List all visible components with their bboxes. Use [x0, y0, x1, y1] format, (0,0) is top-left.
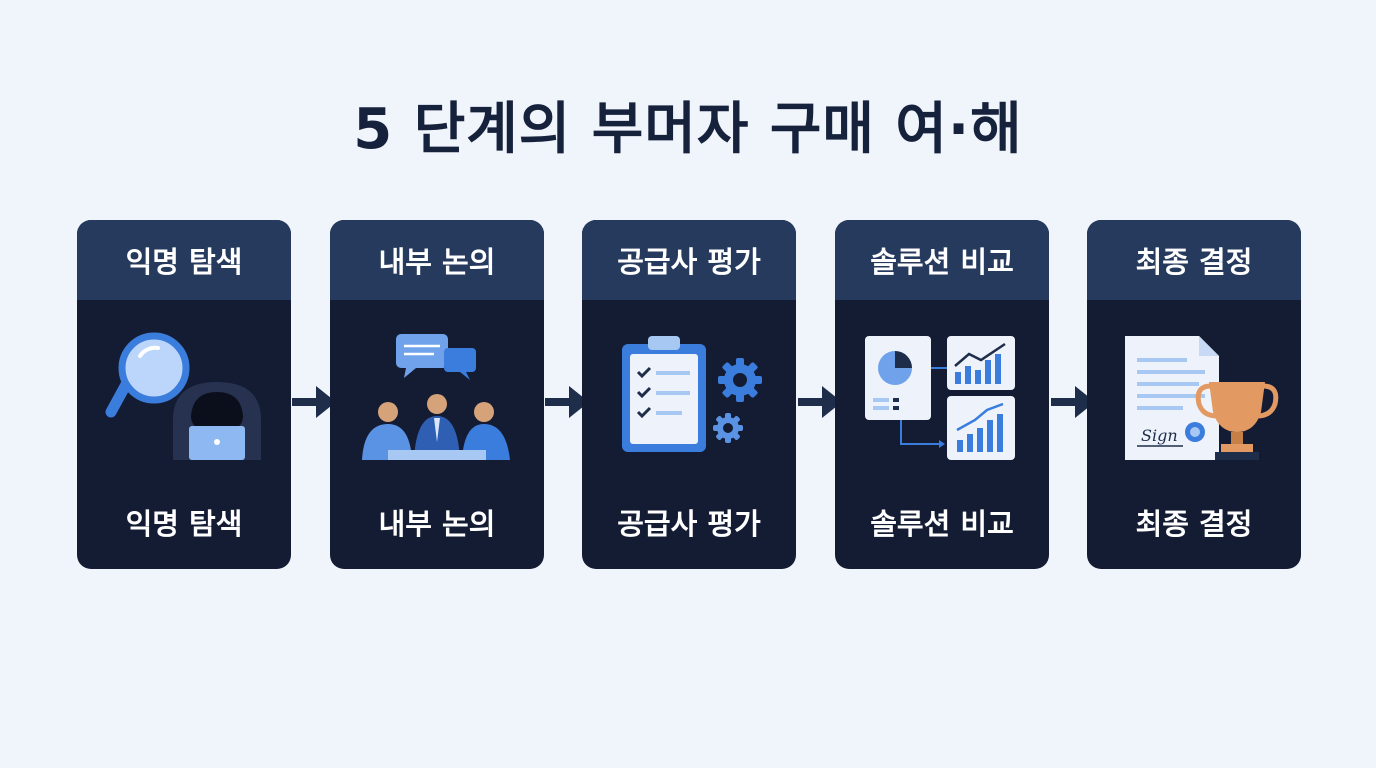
step-header-1: 익명 탐색	[77, 220, 291, 300]
signature-text: Sign	[1141, 426, 1178, 445]
step-card-2: 내부 논의 내부 논의	[330, 220, 544, 569]
step-card-1: 익명 탐색 익명 탐색	[77, 220, 291, 569]
step-card-3: 공급사 평가	[582, 220, 796, 569]
step-card-4: 솔루션 비교 솔루션 비교	[835, 220, 1049, 569]
arrow-right-icon	[796, 380, 844, 424]
step-label-1: 익명 탐색	[125, 507, 243, 541]
step-header-2: 내부 논의	[330, 220, 544, 300]
chart-comparison-icon	[835, 320, 1049, 490]
signed-contract-trophy-icon: Sign	[1087, 320, 1301, 490]
step-header-4: 솔루션 비교	[835, 220, 1049, 300]
step-header-5: 최종 결정	[1087, 220, 1301, 300]
arrow-right-icon	[543, 380, 591, 424]
team-discussion-icon	[330, 320, 544, 490]
arrow-right-icon	[1049, 380, 1097, 424]
step-label-2: 내부 논의	[378, 507, 496, 541]
step-card-5: 최종 결정 Sign 최종 결정	[1087, 220, 1301, 569]
step-label-5: 최종 결정	[1135, 507, 1253, 541]
step-header-3: 공급사 평가	[582, 220, 796, 300]
arrow-right-icon	[290, 380, 338, 424]
page-title: 5 단계의 부머자 구매 여·해	[353, 97, 1023, 162]
step-label-3: 공급사 평가	[617, 507, 761, 541]
step-label-4: 솔루션 비교	[870, 507, 1014, 541]
anonymous-search-icon	[77, 320, 291, 490]
checklist-gear-icon	[582, 320, 796, 490]
